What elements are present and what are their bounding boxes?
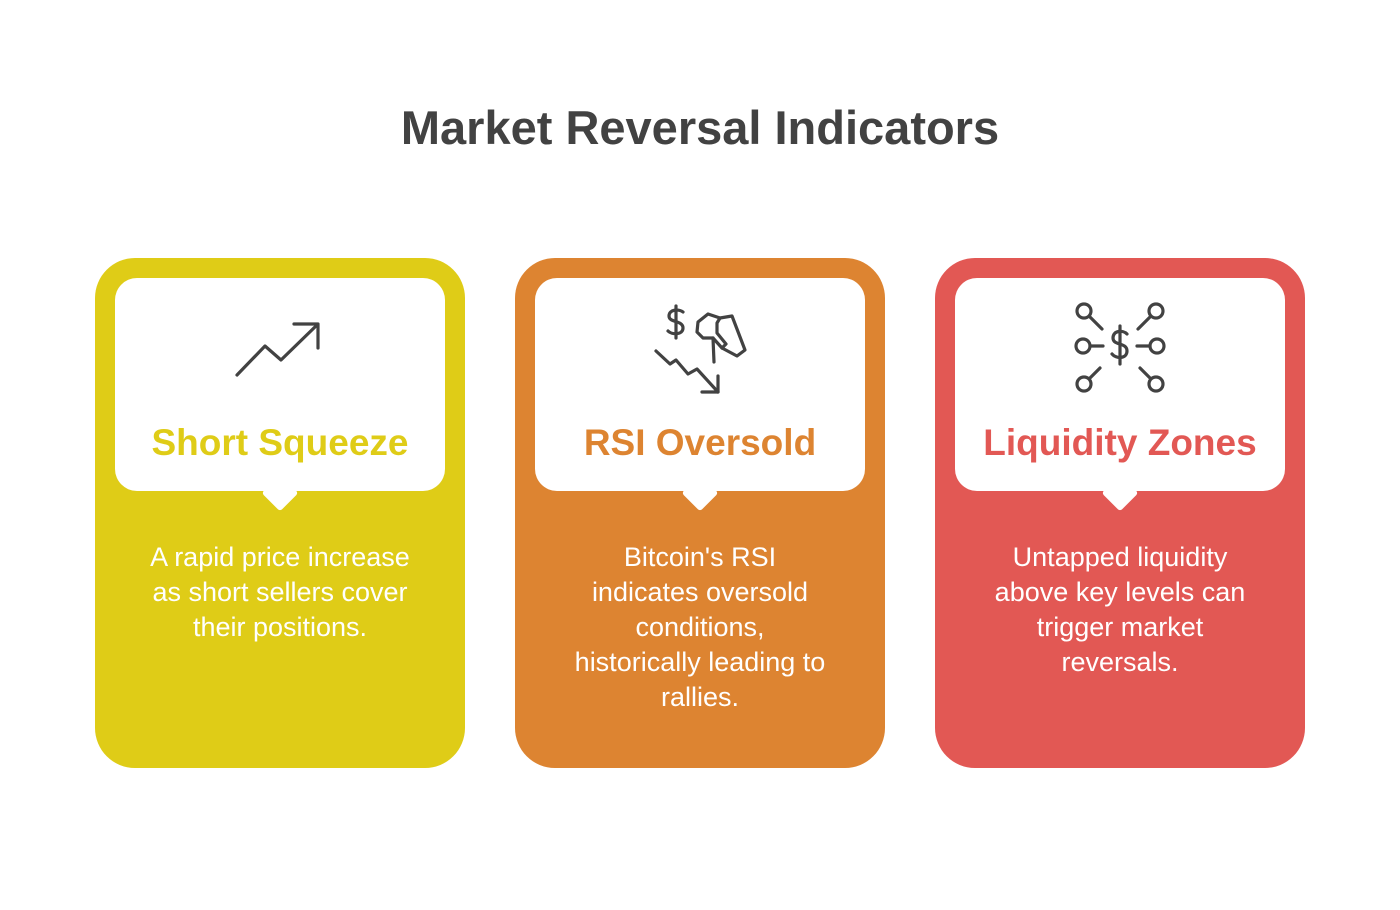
card-header-bubble: Liquidity Zones [955, 278, 1285, 512]
bubble-pointer [261, 474, 299, 512]
card-description: A rapid price increase as short sellers … [150, 542, 410, 642]
dollar-network-icon [1070, 298, 1170, 398]
card-title: Short Squeeze [151, 422, 409, 463]
bubble-pointer [1101, 474, 1139, 512]
card-description: Bitcoin's RSI indicates oversold conditi… [574, 542, 826, 712]
trending-up-icon [230, 298, 330, 398]
card-header-bubble: Short Squeeze [115, 278, 445, 512]
card-short-squeeze: Short Squeeze A rapid price increase as … [95, 258, 465, 768]
card-title: Liquidity Zones [983, 422, 1257, 463]
card-description: Untapped liquidity above key levels can … [994, 542, 1246, 677]
card-header-bubble: RSI Oversold [535, 278, 865, 512]
page-title: Market Reversal Indicators [400, 101, 1000, 154]
card-liquidity-zones: Liquidity Zones Untapped liquidity above… [935, 258, 1305, 768]
card-title: RSI Oversold [583, 422, 817, 463]
bubble-pointer [681, 474, 719, 512]
dollar-megaphone-down-icon [650, 298, 750, 398]
card-rsi-oversold: RSI Oversold Bitcoin's RSI indicates ove… [515, 258, 885, 768]
